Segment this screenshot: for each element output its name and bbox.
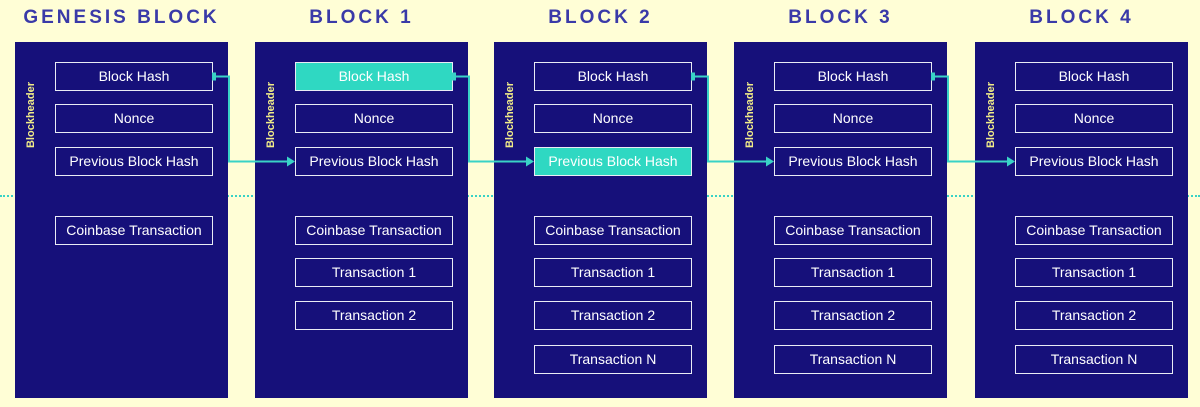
transaction-n-field: Transaction N [774, 345, 932, 374]
transaction-2-field: Transaction 2 [1015, 301, 1173, 330]
coinbase-transaction-field: Coinbase Transaction [295, 216, 453, 245]
nonce-field: Nonce [534, 104, 692, 133]
coinbase-transaction-field: Coinbase Transaction [534, 216, 692, 245]
block-title: GENESIS BLOCK [23, 7, 220, 28]
block-title: BLOCK 1 [309, 7, 414, 28]
block-title: BLOCK 2 [548, 7, 653, 28]
transaction-n-field: Transaction N [1015, 345, 1173, 374]
coinbase-transaction-field: Coinbase Transaction [55, 216, 213, 245]
block-hash-field: Block Hash [1015, 62, 1173, 91]
blockheader-label: Blockheader [744, 81, 756, 149]
previous-block-hash-field: Previous Block Hash [1015, 147, 1173, 176]
block-hash-field: Block Hash [534, 62, 692, 91]
nonce-field: Nonce [55, 104, 213, 133]
transaction-1-field: Transaction 1 [534, 258, 692, 287]
previous-block-hash-field: Previous Block Hash [295, 147, 453, 176]
transaction-n-field: Transaction N [534, 345, 692, 374]
nonce-field: Nonce [1015, 104, 1173, 133]
blockheader-label: Blockheader [25, 81, 37, 149]
transaction-2-field: Transaction 2 [295, 301, 453, 330]
transaction-1-field: Transaction 1 [1015, 258, 1173, 287]
coinbase-transaction-field: Coinbase Transaction [1015, 216, 1173, 245]
nonce-field: Nonce [295, 104, 453, 133]
nonce-field: Nonce [774, 104, 932, 133]
coinbase-transaction-field: Coinbase Transaction [774, 216, 932, 245]
block-hash-field: Block Hash [55, 62, 213, 91]
transaction-2-field: Transaction 2 [774, 301, 932, 330]
block-title: BLOCK 4 [1029, 7, 1134, 28]
blockheader-label: Blockheader [504, 81, 516, 149]
block-hash-field: Block Hash [774, 62, 932, 91]
transaction-2-field: Transaction 2 [534, 301, 692, 330]
previous-block-hash-field: Previous Block Hash [534, 147, 692, 176]
transaction-1-field: Transaction 1 [295, 258, 453, 287]
previous-block-hash-field: Previous Block Hash [55, 147, 213, 176]
blockheader-label: Blockheader [985, 81, 997, 149]
transaction-1-field: Transaction 1 [774, 258, 932, 287]
previous-block-hash-field: Previous Block Hash [774, 147, 932, 176]
block-hash-field: Block Hash [295, 62, 453, 91]
blockheader-label: Blockheader [265, 81, 277, 149]
block-title: BLOCK 3 [788, 7, 893, 28]
